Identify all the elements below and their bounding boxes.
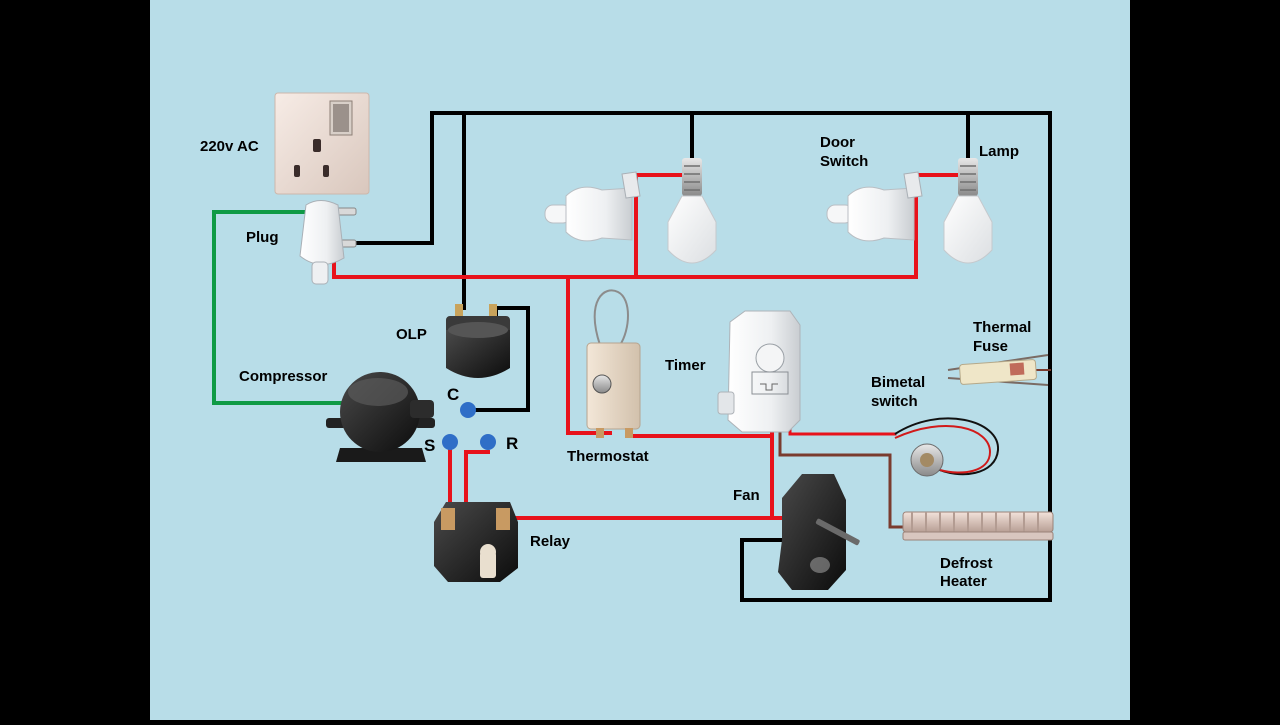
wire-live-plug — [332, 173, 964, 279]
defrost-timer-icon — [717, 310, 801, 433]
lamp-bulb-icon — [667, 158, 717, 264]
fan-motor-icon — [778, 474, 860, 590]
label-door-switch-line1: Door — [820, 134, 855, 151]
door-switch-icon — [826, 171, 923, 242]
label-relay: Relay — [530, 533, 571, 550]
thermostat-icon — [586, 289, 641, 438]
wire-earth — [212, 210, 350, 405]
label-timer: Timer — [665, 357, 706, 374]
terminal-s-dot — [442, 434, 458, 450]
overload-protector-icon — [446, 304, 510, 378]
label-lamp: Lamp — [979, 143, 1020, 160]
label-thermostat: Thermostat — [567, 448, 649, 465]
terminal-c-dot — [460, 402, 476, 418]
wire-timer-heater — [778, 428, 907, 529]
label-thermal-fuse-line2: Fuse — [973, 338, 1009, 355]
label-compressor: Compressor — [239, 368, 328, 385]
wire-neutral-plug — [346, 111, 434, 245]
wall-socket-icon — [274, 92, 370, 195]
ptc-relay-icon — [434, 502, 518, 582]
label-bimetal-line1: Bimetal — [871, 374, 926, 391]
label-terminal-r: R — [506, 434, 519, 453]
label-220v-ac: 220v AC — [200, 138, 259, 155]
defrost-heater-icon — [902, 511, 1054, 541]
wire-relay-r — [464, 450, 490, 517]
label-defrost-heater-line2: Heater — [940, 573, 987, 590]
label-door-switch-line2: Switch — [820, 153, 869, 170]
compressor-icon — [326, 372, 435, 462]
label-olp: OLP — [396, 326, 427, 343]
label-plug: Plug — [246, 229, 279, 246]
label-bimetal-line2: switch — [871, 393, 918, 410]
lamp-bulb-icon — [943, 158, 993, 264]
door-switch-icon — [544, 171, 641, 242]
label-thermal-fuse-line1: Thermal — [973, 319, 1032, 336]
label-terminal-s: S — [424, 436, 436, 455]
label-terminal-c: C — [447, 385, 460, 404]
thermal-fuse-icon — [947, 354, 1049, 386]
label-defrost-heater-line1: Defrost — [940, 555, 993, 572]
three-pin-plug-icon — [299, 200, 357, 285]
terminal-r-dot — [480, 434, 496, 450]
bimetal-switch-icon — [894, 417, 1000, 477]
wire-neutral-bus — [430, 111, 1052, 602]
label-fan: Fan — [733, 487, 760, 504]
